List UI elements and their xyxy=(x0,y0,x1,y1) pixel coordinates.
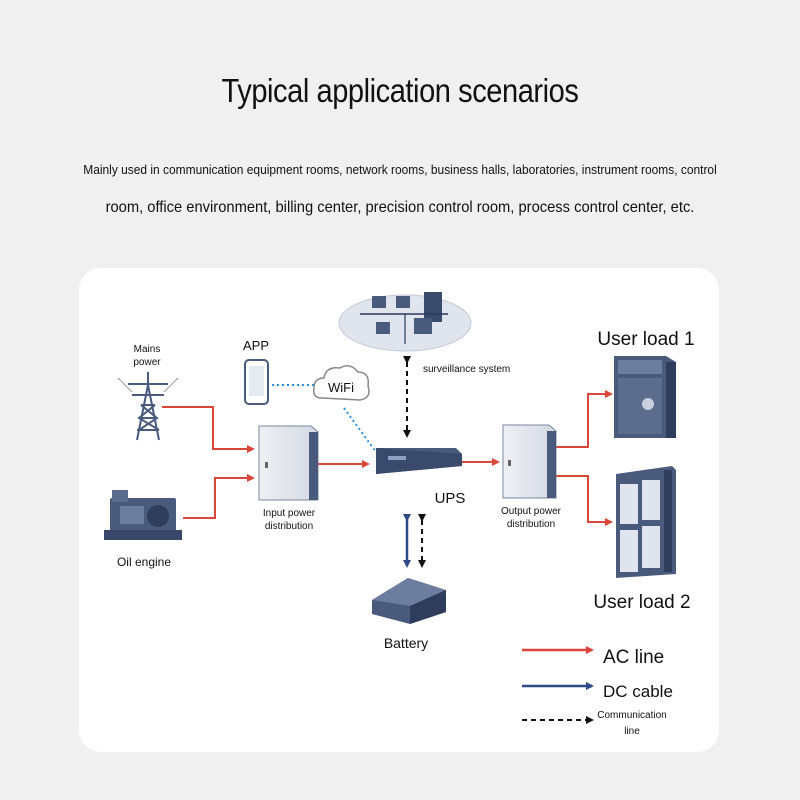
output-distribution-label-line-1: Output power xyxy=(501,506,562,517)
user-load-2-cabinet-icon xyxy=(616,466,676,578)
oil-engine-icon xyxy=(104,490,182,540)
legend: AC line DC cable Communication line xyxy=(522,646,673,737)
ups-label: UPS xyxy=(435,490,466,507)
output-distribution-label-line-2: distribution xyxy=(507,519,555,530)
input-distribution-label-line-2: distribution xyxy=(265,521,313,532)
communication-lines xyxy=(403,356,426,568)
surveillance-system-icon xyxy=(338,292,472,352)
oil-engine-label: Oil engine xyxy=(117,555,171,569)
output-power-distribution-cabinet xyxy=(502,424,557,499)
power-tower-icon xyxy=(117,372,179,441)
wifi-links xyxy=(272,384,377,453)
mains-label-line-1: Mains xyxy=(134,344,161,355)
phone-icon xyxy=(244,359,269,405)
user-load-1-label: User load 1 xyxy=(597,329,694,350)
user-load-2-label: User load 2 xyxy=(593,592,690,613)
ups-device xyxy=(376,448,462,474)
output-to-load2-line xyxy=(555,475,613,526)
battery-icon xyxy=(372,578,446,624)
output-to-load1-line xyxy=(555,390,613,448)
input-distribution-label-line-1: Input power xyxy=(263,508,316,519)
mains-to-input-line xyxy=(162,406,255,453)
battery-label: Battery xyxy=(384,635,428,651)
input-power-distribution-cabinet xyxy=(258,425,319,501)
mains-label-line-2: power xyxy=(133,357,161,368)
intro-text-line-2: room, office environment, billing center… xyxy=(105,199,695,216)
engine-to-input-line xyxy=(183,474,255,519)
user-load-1-server-icon xyxy=(614,356,676,438)
legend-ac-line-label: AC line xyxy=(603,647,664,668)
surveillance-label: surveillance system xyxy=(423,364,510,375)
wifi-cloud-icon xyxy=(312,365,370,401)
ac-lines xyxy=(162,390,613,526)
legend-dc-cable-label: DC cable xyxy=(603,682,673,701)
legend-comm-line-label-1: Communication xyxy=(597,710,666,721)
intro-text-line-1: Mainly used in communication equipment r… xyxy=(83,162,717,177)
page-title: Typical application scenarios xyxy=(221,72,579,109)
wifi-label: WiFi xyxy=(328,380,354,395)
app-label: APP xyxy=(243,338,269,353)
legend-comm-line-label-2: line xyxy=(624,726,640,737)
